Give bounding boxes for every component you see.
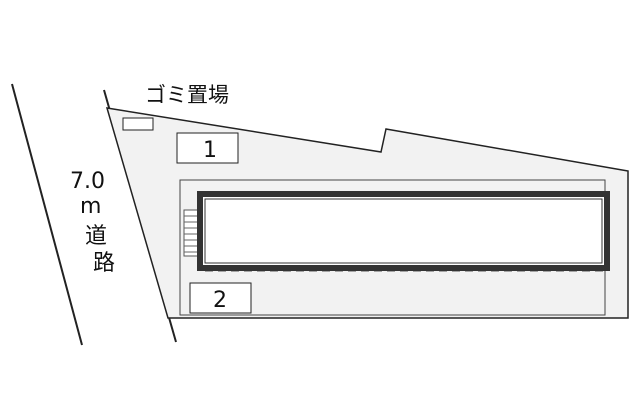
parking-number-2: 2 (213, 288, 227, 313)
parking-space-box (189, 282, 252, 314)
road-width-label: 7.0 (70, 169, 105, 194)
parking-space-box (176, 132, 239, 164)
building (197, 191, 610, 271)
staircase (183, 209, 200, 257)
garbage-area-label: ゴミ置場 (145, 83, 229, 107)
road-label: 7.0 m 道 路 (70, 169, 115, 276)
road-left-edge (11, 83, 83, 346)
parking-space-1: 1 (176, 132, 239, 164)
parking-number-1: 1 (203, 138, 217, 163)
road-name-char-1: 道 (85, 224, 107, 249)
road-unit-label: m (80, 194, 101, 219)
parking-space-2: 2 (189, 282, 252, 314)
road-name-char-2: 路 (93, 251, 115, 276)
garbage-area-box (122, 117, 154, 131)
